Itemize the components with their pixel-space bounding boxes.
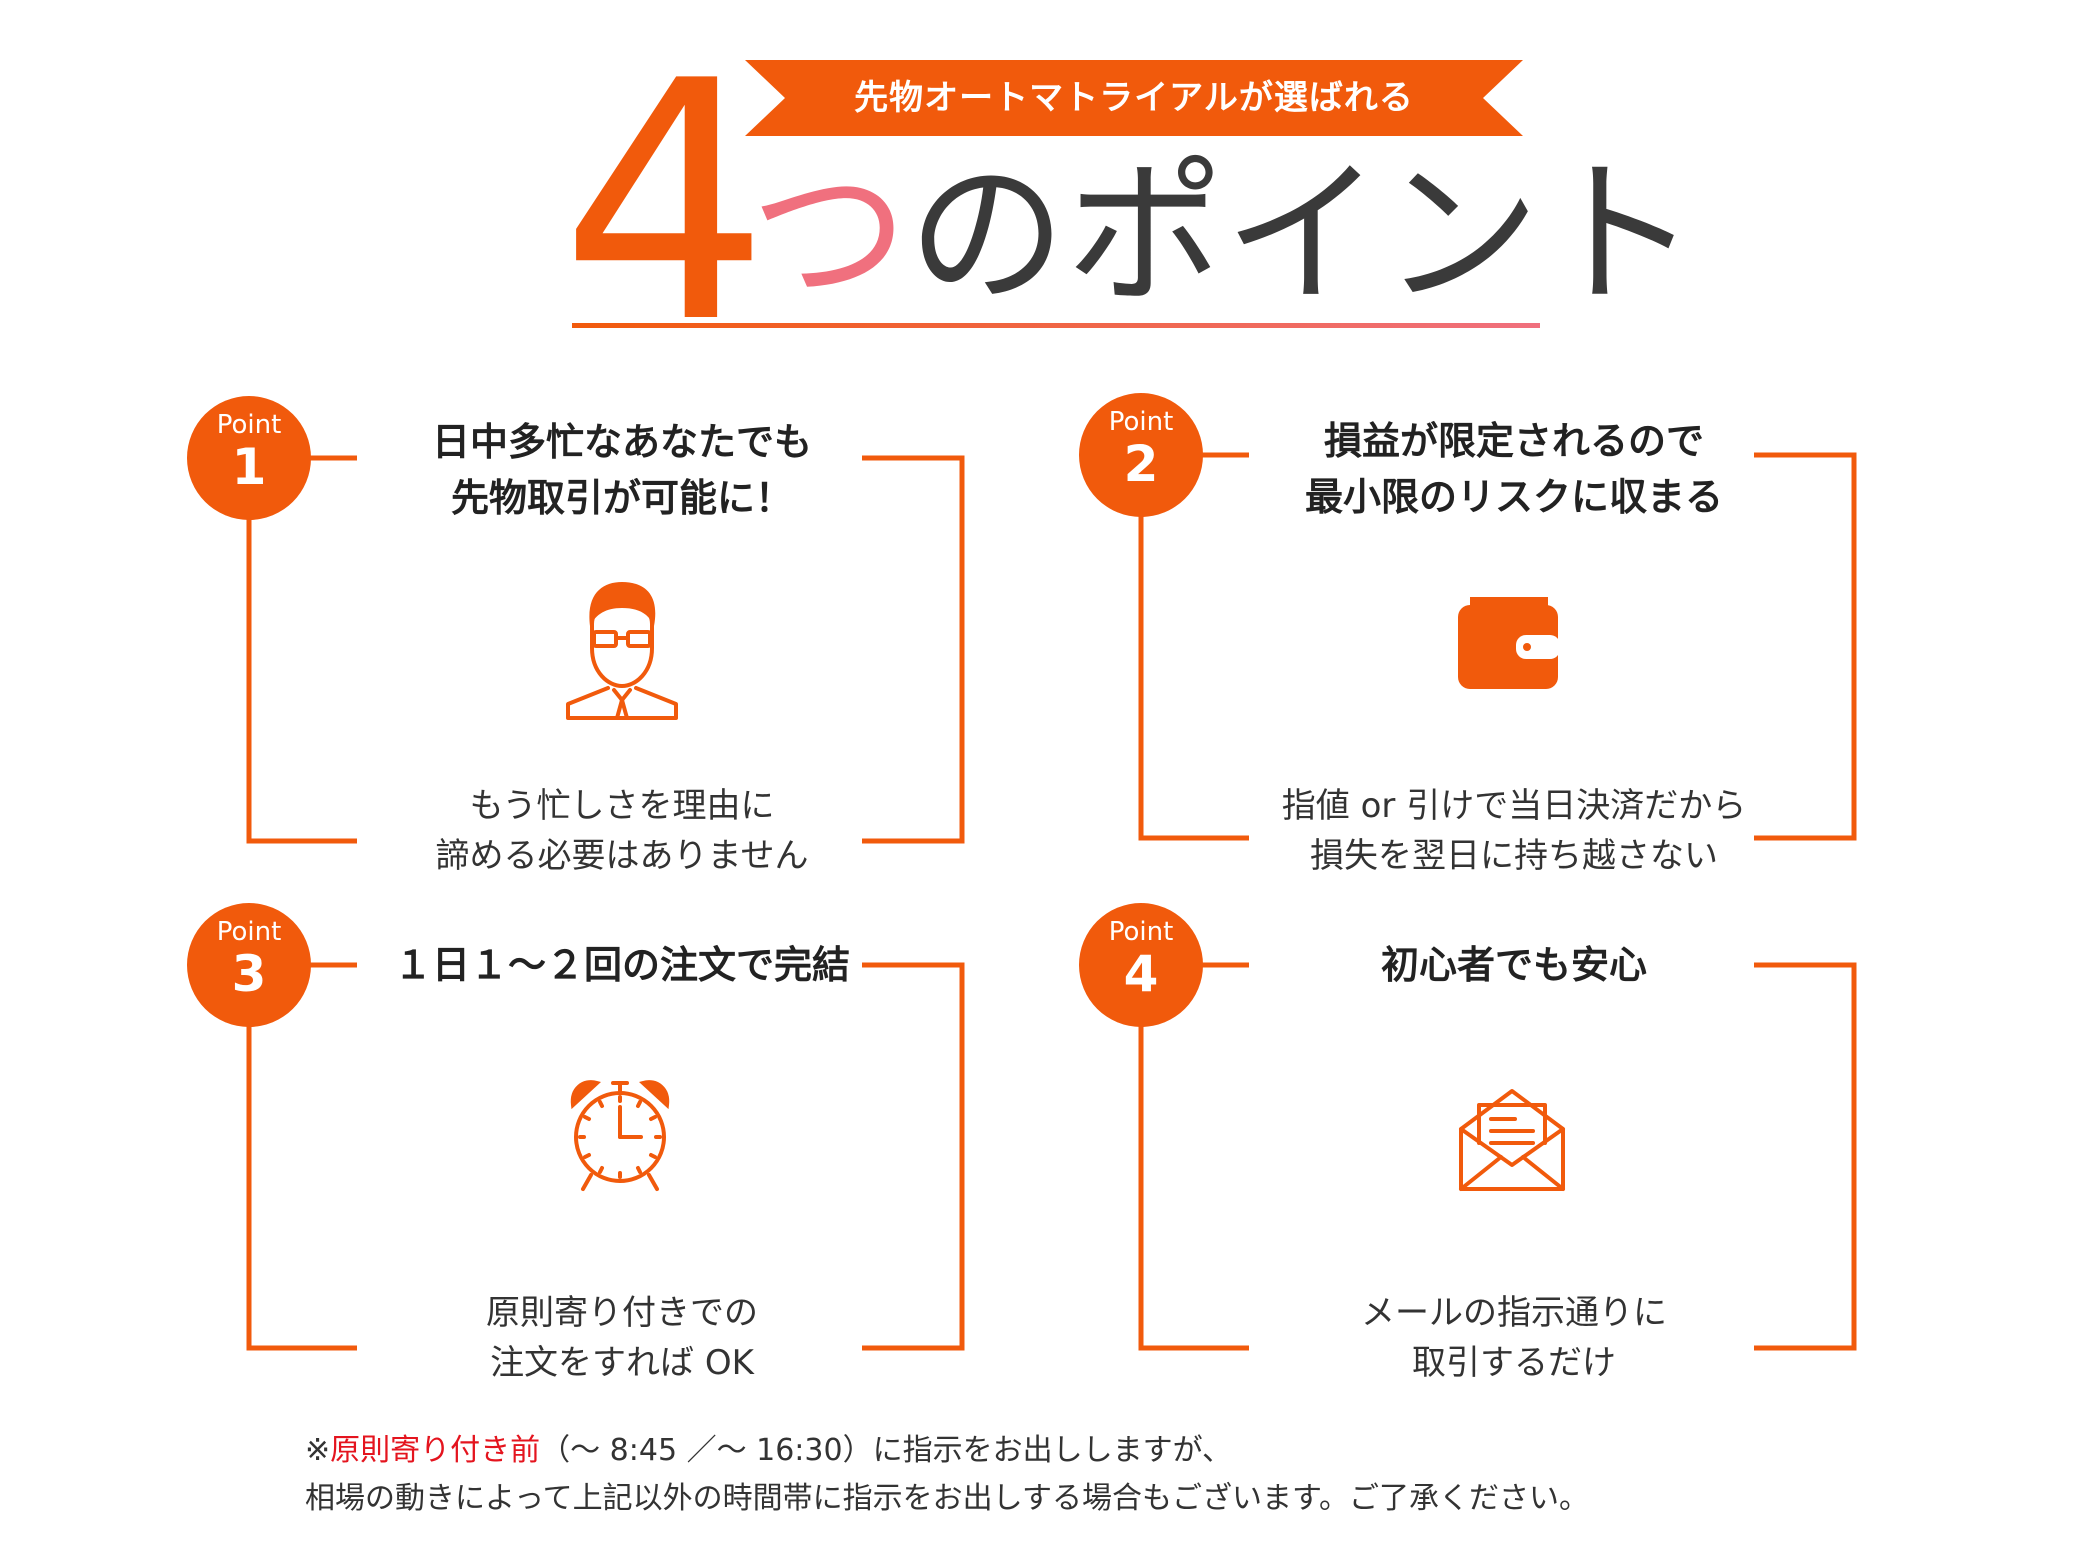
heading-line: 損益が限定されるので — [1323, 419, 1704, 463]
title-rest: のポイント — [908, 143, 1698, 327]
badge-label: Point — [1108, 917, 1174, 947]
businessman-icon — [566, 582, 678, 720]
point-badge: Point 4 — [1079, 903, 1203, 1027]
badge-label: Point — [216, 917, 282, 947]
point-heading: 初心者でも安心 — [1254, 937, 1774, 993]
footnote-line-2: 相場の動きによって上記以外の時間帯に指示をお出しする場合もございます。ご了承くだ… — [305, 1481, 1589, 1516]
body-line: もう忙しさを理由に — [469, 786, 775, 826]
title-accent: つ — [750, 143, 908, 327]
body-line: 指値 or 引けで当日決済だから — [1281, 786, 1747, 826]
heading-line: 初心者でも安心 — [1380, 943, 1647, 987]
point-heading: １日１～２回の注文で完結 — [362, 937, 882, 993]
header-banner: 先物オートマトライアルが選ばれる — [745, 60, 1523, 136]
point-panel-1: Point 1 日中多忙なあなたでも 先物取引が可能に！ もう忙しさを理由に 諦… — [187, 396, 977, 896]
badge-number: 4 — [1123, 945, 1159, 1003]
title-number-4: 4 — [560, 11, 770, 395]
body-line: 原則寄り付きでの — [486, 1293, 758, 1333]
panel-frame — [1138, 452, 1857, 841]
footnote-text: （～ 8:45 ／～ 16:30）に指示をお出ししますが、 — [540, 1433, 1232, 1468]
point-heading: 日中多忙なあなたでも 先物取引が可能に！ — [362, 414, 882, 526]
badge-number: 2 — [1123, 435, 1159, 493]
envelope-letter-icon — [1459, 1089, 1565, 1191]
body-line: 注文をすれば OK — [490, 1343, 754, 1383]
point-body: もう忙しさを理由に 諦める必要はありません — [362, 781, 882, 881]
point-badge: Point 1 — [187, 396, 311, 520]
panel-frame — [1138, 962, 1857, 1351]
badge-label: Point — [216, 410, 282, 440]
footnote-mark: ※ — [305, 1433, 331, 1468]
point-panel-3: Point 3 １日１～２回の注文で完結 — [187, 903, 977, 1403]
body-line: 諦める必要はありません — [435, 836, 809, 876]
point-heading: 損益が限定されるので 最小限のリスクに収まる — [1254, 413, 1774, 525]
point-body: 原則寄り付きでの 注文をすれば OK — [362, 1288, 882, 1388]
badge-number: 3 — [231, 945, 267, 1003]
title-underline — [572, 323, 1540, 328]
heading-line: 先物取引が可能に！ — [450, 476, 793, 520]
point-body: 指値 or 引けで当日決済だから 損失を翌日に持ち越さない — [1254, 781, 1774, 881]
banner-ribbon-shape — [745, 60, 1523, 136]
point-body: メールの指示通りに 取引するだけ — [1254, 1288, 1774, 1388]
alarm-clock-icon — [570, 1080, 670, 1191]
point-badge: Point 3 — [187, 903, 311, 1027]
body-line: 取引するだけ — [1412, 1343, 1616, 1383]
banner-text: 先物オートマトライアルが選ばれる — [854, 78, 1414, 118]
heading-line: 日中多忙なあなたでも — [431, 420, 812, 464]
badge-number: 1 — [231, 438, 267, 496]
point-panel-2: Point 2 損益が限定されるので 最小限のリスクに収まる 指値 or 引けで… — [1079, 393, 1869, 893]
heading-line: 最小限のリスクに収まる — [1304, 475, 1723, 519]
body-line: 損失を翌日に持ち越さない — [1310, 836, 1718, 876]
heading-line: １日１～２回の注文で完結 — [393, 943, 850, 987]
wallet-icon — [1458, 597, 1560, 689]
footnote-line-1: ※原則寄り付き前（～ 8:45 ／～ 16:30）に指示をお出ししますが、 — [305, 1428, 1232, 1474]
badge-label: Point — [1108, 407, 1174, 437]
body-line: メールの指示通りに — [1361, 1293, 1667, 1333]
panel-frame — [246, 962, 965, 1351]
panel-frame — [246, 455, 965, 844]
point-badge: Point 2 — [1079, 393, 1203, 517]
page-title: つのポイント — [750, 150, 1698, 320]
point-panel-4: Point 4 初心者でも安心 メールの指示通りに 取引するだけ — [1079, 903, 1869, 1403]
footnote-highlight: 原則寄り付き前 — [330, 1433, 541, 1468]
